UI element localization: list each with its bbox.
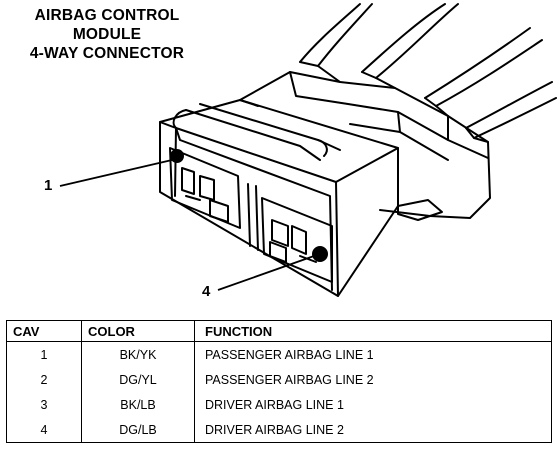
cell-cav: 3: [6, 392, 82, 417]
header-function: FUNCTION: [194, 320, 552, 342]
table-row: 2 DG/YL PASSENGER AIRBAG LINE 2: [6, 367, 552, 392]
header-cav: CAV: [6, 320, 82, 342]
terminal-pin-1: [170, 149, 184, 163]
table-row: 1 BK/YK PASSENGER AIRBAG LINE 1: [6, 341, 552, 367]
title-line-1: AIRBAG CONTROL: [34, 7, 180, 24]
cell-cav: 1: [6, 341, 82, 367]
table-row: 4 DG/LB DRIVER AIRBAG LINE 2: [6, 417, 552, 443]
callout-cavity-1: 1: [44, 177, 53, 194]
cell-color: BK/YK: [81, 341, 195, 367]
cell-color: BK/LB: [81, 392, 195, 417]
table-header-row: CAV COLOR FUNCTION: [6, 320, 552, 342]
leader-line-4: [217, 255, 315, 291]
title-line-2: MODULE: [72, 26, 142, 43]
header-color: COLOR: [81, 320, 195, 342]
connector-boot: [239, 61, 491, 221]
cell-cav: 4: [6, 417, 82, 443]
wire-harness: [299, 3, 557, 139]
cell-color: DG/LB: [81, 417, 195, 443]
diagram-title: AIRBAG CONTROL MODULE 4-WAY CONNECTOR: [0, 6, 214, 63]
cell-function: DRIVER AIRBAG LINE 1: [194, 392, 552, 417]
cell-color: DG/YL: [81, 367, 195, 392]
terminal-pin-4: [312, 246, 328, 262]
cell-function: PASSENGER AIRBAG LINE 2: [194, 367, 552, 392]
leader-line-1: [59, 159, 173, 187]
cell-function: DRIVER AIRBAG LINE 2: [194, 417, 552, 443]
callout-cavity-4: 4: [202, 283, 211, 300]
cell-function: PASSENGER AIRBAG LINE 1: [194, 341, 552, 367]
cavity-right: [261, 197, 333, 283]
cavity-left: [169, 147, 241, 229]
title-line-3: 4-WAY CONNECTOR: [29, 45, 185, 62]
pinout-table: CAV COLOR FUNCTION 1 BK/YK PASSENGER AIR…: [6, 320, 552, 443]
terminal-pins: [170, 149, 328, 262]
table-row: 3 BK/LB DRIVER AIRBAG LINE 1: [6, 392, 552, 417]
cell-cav: 2: [6, 367, 82, 392]
connector-illustration: [59, 3, 557, 297]
